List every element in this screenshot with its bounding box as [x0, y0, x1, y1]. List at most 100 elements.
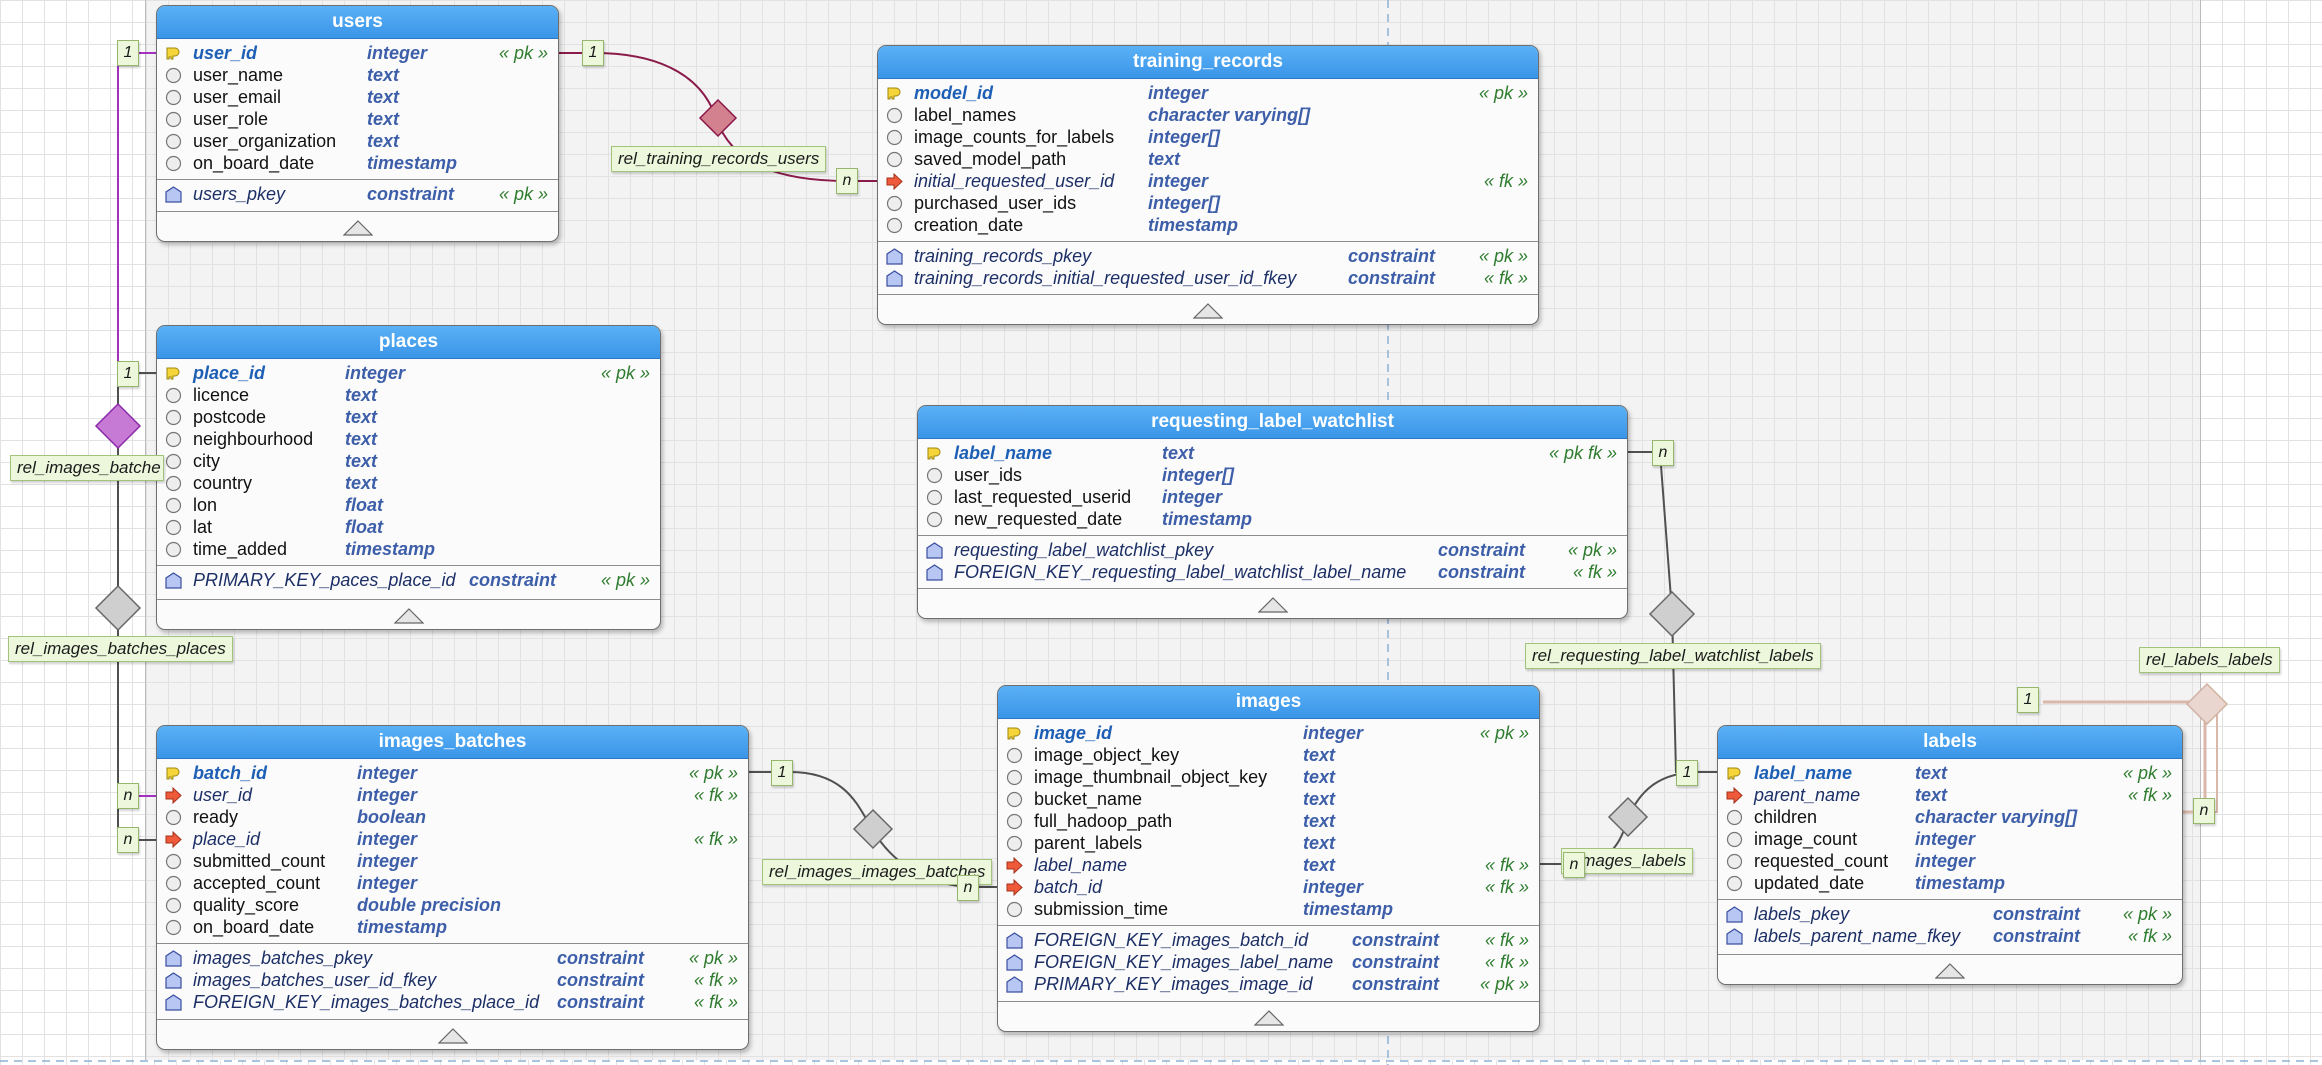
table-title[interactable]: places: [157, 326, 660, 359]
collapse-toggle[interactable]: [157, 211, 558, 241]
collapse-toggle[interactable]: [157, 599, 660, 629]
table-title[interactable]: training_records: [878, 46, 1538, 79]
relation-diamond[interactable]: [2185, 682, 2229, 726]
field-name: label_name: [954, 443, 1053, 463]
collapse-toggle[interactable]: [1718, 954, 2182, 984]
relation-label[interactable]: rel_images_images_batches: [762, 859, 993, 885]
table-title[interactable]: images_batches: [157, 726, 748, 759]
field-name: images_batches_pkey: [193, 948, 373, 968]
collapse-toggle[interactable]: [998, 1001, 1539, 1031]
relation-diamond[interactable]: [852, 808, 894, 850]
table-title[interactable]: images: [998, 686, 1539, 719]
collapse-toggle[interactable]: [878, 294, 1538, 324]
relation-label[interactable]: rel_images_batches_places: [8, 636, 233, 662]
relation-label[interactable]: rel_images_batche: [10, 455, 164, 481]
table-title[interactable]: labels: [1718, 726, 2182, 759]
relation-diamond[interactable]: [94, 584, 142, 632]
relation-diamond[interactable]: [698, 98, 738, 138]
table-title[interactable]: requesting_label_watchlist: [918, 406, 1627, 439]
relation-label[interactable]: rel_requesting_label_watchlist_labels: [1525, 643, 1821, 669]
constraint-row[interactable]: FOREIGN_KEY_requesting_label_watchlist_l…: [918, 561, 1627, 583]
relation-label[interactable]: rel_labels_labels: [2139, 647, 2280, 673]
relation-label[interactable]: rel_training_records_users: [611, 146, 827, 172]
relation-diamond[interactable]: [1648, 590, 1696, 638]
constraint-row[interactable]: training_records_initial_requested_user_…: [878, 267, 1538, 289]
collapse-toggle[interactable]: [157, 1019, 748, 1049]
collapse-toggle[interactable]: [918, 588, 1627, 618]
table-title[interactable]: users: [157, 6, 558, 39]
relation-diamond[interactable]: [94, 402, 142, 450]
relation-diamond[interactable]: [1607, 796, 1649, 838]
